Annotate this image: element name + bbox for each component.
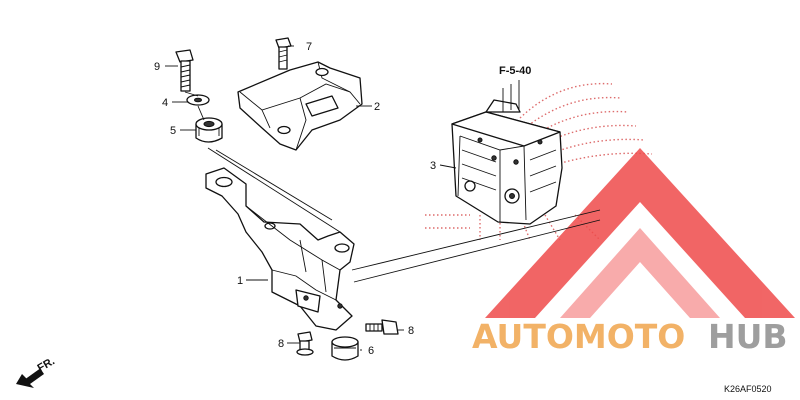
watermark-text: AUTOMOTO HUB: [472, 317, 788, 356]
part-cap-6: [331, 336, 359, 361]
callout-labels: 9 4 5 7 2 3 1 8 6 8: [154, 41, 436, 357]
direction-indicator: FR.: [16, 355, 57, 388]
reference-label: F-5-40: [499, 65, 531, 77]
callout-3: 3: [430, 160, 436, 172]
part-bolt-8-lower: [296, 331, 314, 356]
callout-leaders: [165, 45, 457, 351]
part-bolt-9: [175, 49, 194, 92]
watermark-logo: [485, 148, 795, 318]
part-washer-4: [186, 94, 210, 106]
part-abs-unit-3: [451, 99, 563, 225]
part-cover-2: [237, 61, 363, 151]
part-bolt-8-side: [365, 319, 399, 335]
watermark-text-secondary: HUB: [708, 317, 788, 356]
part-rubber-mount-5: [195, 117, 223, 143]
diagram-code: K26AF0520: [724, 384, 772, 394]
callout-5: 5: [170, 125, 176, 137]
callout-8-lower: 8: [278, 338, 284, 350]
watermark-text-primary: AUTOMOTO: [472, 317, 685, 356]
callout-9: 9: [154, 61, 160, 73]
part-bolt-7: [275, 37, 292, 70]
direction-label: FR.: [36, 355, 57, 374]
callout-7: 7: [306, 41, 312, 53]
forward-arrow-icon: [16, 367, 44, 388]
callout-8-side: 8: [408, 325, 414, 337]
callout-6: 6: [368, 345, 374, 357]
callout-2: 2: [374, 101, 380, 113]
reference-leaders: [502, 80, 520, 112]
part-bracket-1: [205, 167, 355, 331]
assembly-lines: [184, 91, 601, 283]
callout-1: 1: [237, 275, 243, 287]
callout-4: 4: [162, 97, 168, 109]
